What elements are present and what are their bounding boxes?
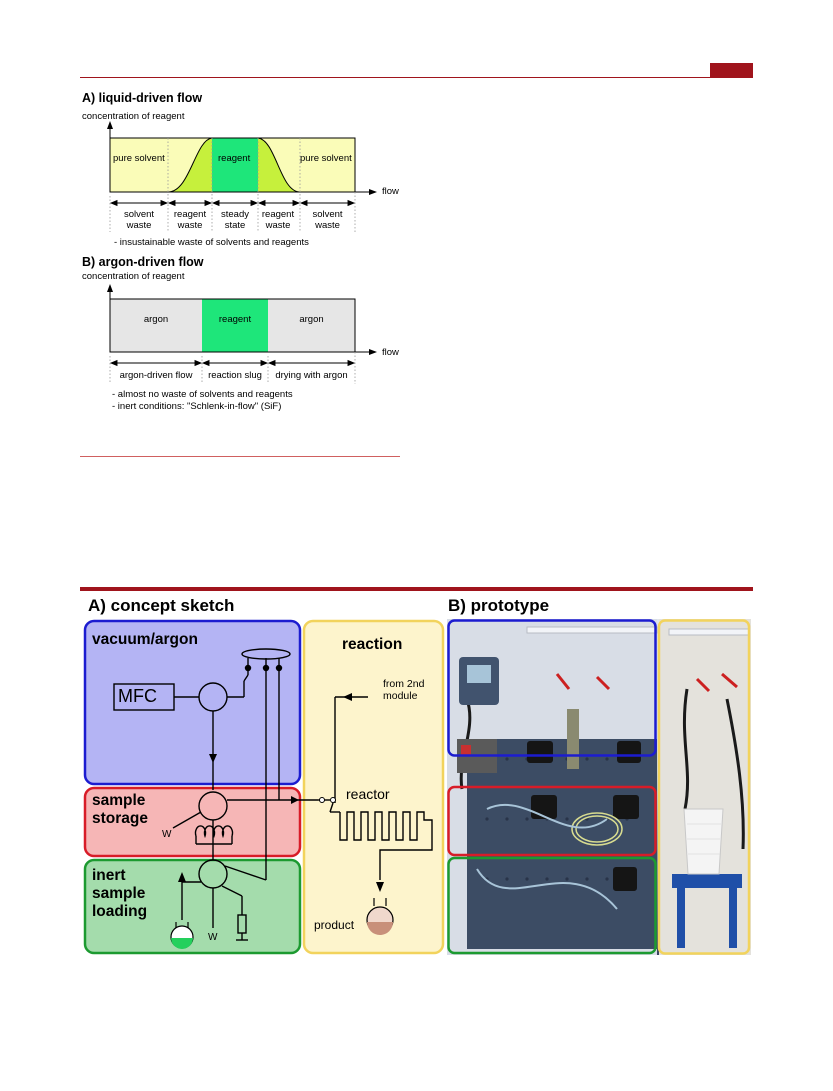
- figure-2-top-rule: [80, 587, 753, 591]
- panel-b-x-arrow: [369, 349, 377, 355]
- panel-b-segment-arrows: [109, 359, 356, 367]
- panel-a-y-arrow: [107, 121, 113, 129]
- panel-b-argon-left: [110, 299, 202, 352]
- reaction-label: reaction: [342, 636, 403, 653]
- panel-a-chart: [107, 121, 377, 232]
- panel-b-argon-right: [268, 299, 355, 352]
- concept-sketch: [83, 619, 445, 955]
- prototype-title: B) prototype: [448, 596, 550, 615]
- sample-storage-box: [83, 786, 302, 858]
- panel-b-ylabel: concentration of reagent: [82, 271, 185, 282]
- panel-b-segment-2: reaction slug: [208, 370, 262, 381]
- header-rule: [80, 77, 753, 78]
- panel-a-segment-arrows: [109, 199, 356, 207]
- panel-a-note: - insustainable waste of solvents and re…: [114, 237, 309, 248]
- panel-a-title: A) liquid-driven flow: [82, 91, 203, 105]
- sample-flask-icon: [170, 922, 194, 949]
- panel-a-region-1: pure solvent: [113, 153, 165, 164]
- prototype-photo-illustration: [447, 619, 751, 955]
- panel-b-region-3: argon: [299, 314, 324, 325]
- panel-b-xlabel: flow: [382, 347, 399, 358]
- header-tab: [710, 63, 753, 77]
- panel-b-note-1: - almost no waste of solvents and reagen…: [112, 389, 293, 400]
- panel-a-separators: [109, 138, 356, 232]
- schematic-arrows: [178, 693, 384, 892]
- panel-a-ylabel: concentration of reagent: [82, 111, 185, 122]
- prototype-photo: [447, 619, 751, 955]
- mfc-label: MFC: [118, 686, 157, 706]
- panel-a-xlabel: flow: [382, 186, 399, 197]
- waste-label-storage: W: [162, 829, 172, 840]
- panel-b-segment-1: argon-driven flow: [119, 370, 193, 381]
- reactor-label: reactor: [346, 786, 390, 802]
- product-flask-icon: [366, 898, 394, 935]
- panel-b-region-1: argon: [143, 314, 169, 325]
- panel-b-note-2: - inert conditions: "Schlenk-in-flow" (S…: [112, 401, 282, 412]
- panel-b-y-arrow: [107, 284, 113, 292]
- reaction-box: [302, 619, 445, 955]
- vacuum-argon-label: vacuum/argon: [92, 631, 198, 648]
- panel-a-region-3: pure solvent: [300, 153, 352, 164]
- reactor-meander: [339, 811, 433, 880]
- panel-a-x-arrow: [369, 189, 377, 195]
- panel-b-segment-3: drying with argon: [275, 370, 348, 381]
- panel-bottom-rule: [80, 456, 400, 457]
- panel-a-fall-area: [258, 138, 300, 192]
- waste-label-loading: W: [208, 932, 218, 943]
- panel-b-region-2: reagent: [218, 314, 252, 325]
- panel-a-steady-area: [212, 138, 258, 192]
- concept-sketch-title: A) concept sketch: [88, 596, 235, 615]
- storage-coil: [194, 825, 234, 839]
- product-label: product: [314, 918, 355, 932]
- vacuum-argon-box: [83, 619, 302, 786]
- panel-b-reagent: [202, 299, 268, 352]
- panel-a-rise-area: [168, 138, 212, 192]
- panel-b-title: B) argon-driven flow: [82, 255, 204, 269]
- panel-b-separators: [109, 352, 356, 384]
- panel-a-region-2: reagent: [218, 153, 251, 164]
- panel-b-chart: [107, 284, 377, 384]
